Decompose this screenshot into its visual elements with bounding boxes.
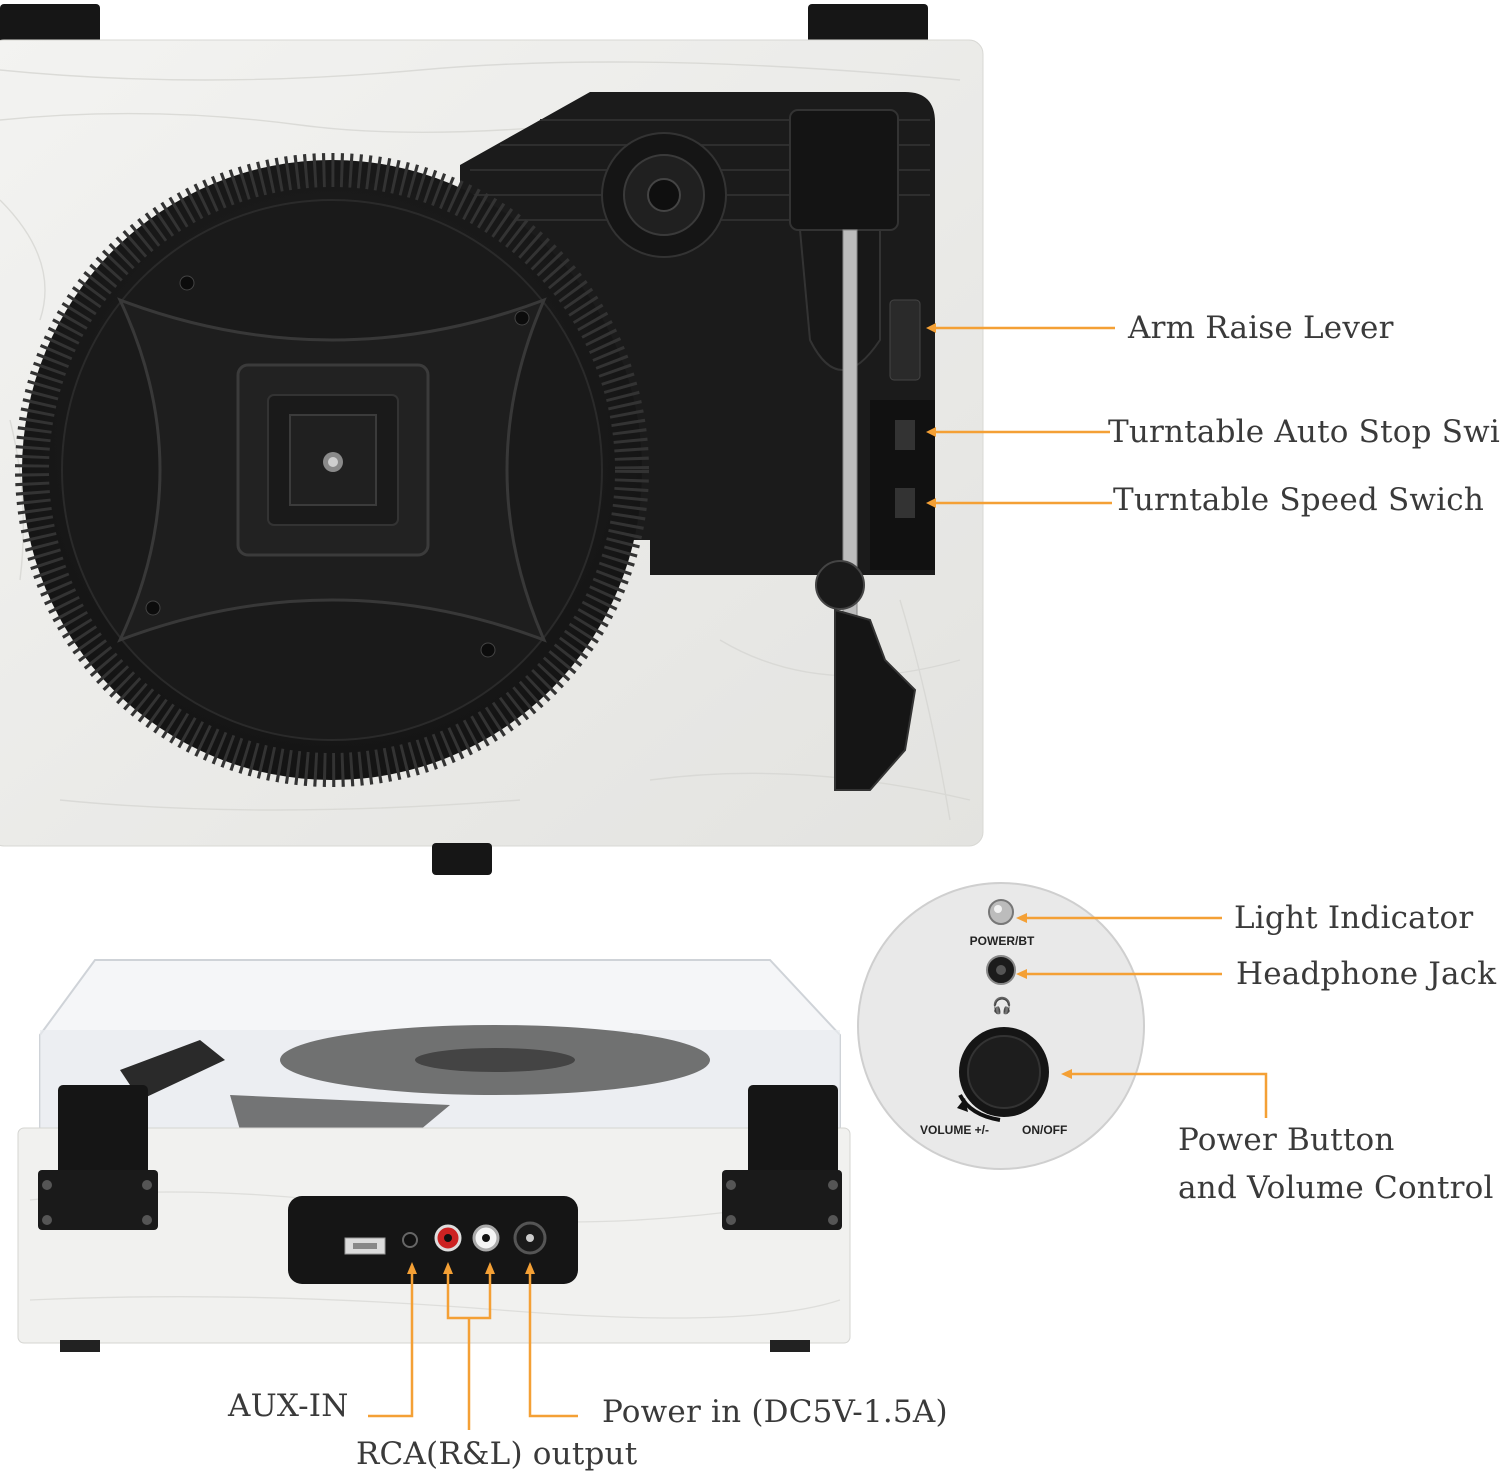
callout-lines-top — [930, 326, 1115, 505]
label-auto-stop-switch: Turntable Auto Stop Switch — [1108, 414, 1500, 450]
label-aux-in: AUX-IN — [228, 1388, 349, 1424]
hinge-right — [808, 4, 928, 44]
adapter-45 — [601, 132, 727, 258]
callout-lines-bottom — [368, 1270, 578, 1430]
turntable-top-view — [0, 4, 1115, 875]
platter — [15, 153, 649, 787]
headphone-icon: 🎧 — [992, 996, 1012, 1015]
base-foot — [432, 843, 492, 875]
arm-raise-lever[interactable] — [889, 299, 921, 381]
label-power-button-line2: and Volume Control — [1178, 1170, 1494, 1206]
rear-body — [17, 1127, 851, 1344]
callout-lines-right — [1020, 916, 1268, 1118]
panel-label-on-off: ON/OFF — [1022, 1123, 1068, 1137]
dust-cover — [39, 959, 841, 1131]
speed-switch[interactable] — [895, 488, 915, 518]
aux-in-port[interactable] — [402, 1232, 418, 1248]
callout-arrowheads-top — [926, 323, 936, 508]
label-headphone-jack: Headphone Jack — [1236, 956, 1497, 992]
volume-knob[interactable] — [959, 1027, 1049, 1117]
panel-label-volume: VOLUME +/- — [920, 1123, 990, 1137]
tonearm[interactable] — [789, 109, 917, 791]
label-power-button-line1: Power Button — [1178, 1122, 1395, 1158]
label-speed-switch: Turntable Speed Swich — [1113, 482, 1485, 518]
rca-left-port[interactable] — [472, 1224, 500, 1252]
usb-port-icon[interactable] — [344, 1237, 386, 1255]
power-in-port[interactable] — [513, 1221, 547, 1255]
label-power-in: Power in (DC5V-1.5A) — [602, 1394, 948, 1430]
label-light-indicator: Light Indicator — [1234, 900, 1474, 936]
headphone-jack[interactable] — [986, 955, 1016, 985]
light-indicator — [988, 899, 1014, 925]
hinge-right-rear — [722, 1085, 842, 1230]
rca-right-port[interactable] — [434, 1224, 462, 1252]
label-rca-output: RCA(R&L) output — [356, 1436, 638, 1472]
rear-port-panel — [288, 1196, 578, 1284]
hinge-left-rear — [38, 1085, 158, 1230]
auto-stop-switch[interactable] — [895, 420, 915, 450]
label-arm-raise-lever: Arm Raise Lever — [1128, 310, 1394, 346]
panel-label-power-bt: POWER/BT — [969, 934, 1035, 948]
hinge-left — [0, 4, 100, 44]
